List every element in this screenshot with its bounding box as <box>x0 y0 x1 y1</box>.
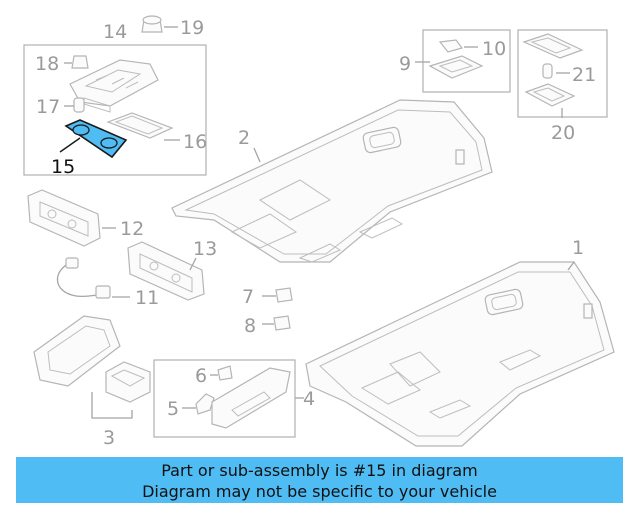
part-9-lamp <box>415 55 484 79</box>
callout-15-highlighted: 15 <box>51 156 75 178</box>
part-3-console <box>33 315 151 419</box>
callout-10: 10 <box>482 38 506 60</box>
callout-5: 5 <box>167 398 179 420</box>
callout-4: 4 <box>303 388 315 410</box>
part-7-clip <box>262 287 293 303</box>
part-8-clip <box>262 315 291 331</box>
callout-16: 16 <box>183 131 207 153</box>
callout-21: 21 <box>572 64 596 86</box>
callout-19: 19 <box>180 17 204 39</box>
part-20-lens <box>524 83 576 118</box>
callout-14: 14 <box>103 21 127 43</box>
part-5-bracket <box>182 393 215 415</box>
banner-line-disclaimer: Diagram may not be specific to your vehi… <box>142 482 497 501</box>
part-4-sun-visor <box>211 367 304 429</box>
part-lamp-top-right <box>522 33 584 59</box>
callout-9: 9 <box>399 53 411 75</box>
banner-line-part: Part or sub-assembly is #15 in diagram <box>161 461 478 480</box>
callout-7: 7 <box>242 286 254 308</box>
part-14-map-lamp-housing <box>69 59 159 113</box>
part-2-headliner <box>171 99 493 263</box>
part-15-pad-highlighted <box>59 119 128 159</box>
part-13-panel <box>127 241 205 301</box>
part-6-clip <box>210 365 233 381</box>
part-19-clip <box>141 15 178 33</box>
part-17-bulb <box>64 97 85 113</box>
part-1-headliner <box>305 261 615 447</box>
part-16-lens <box>106 112 180 141</box>
callout-2: 2 <box>238 127 250 149</box>
part-10-bulb <box>438 39 478 53</box>
part-12-panel <box>27 189 116 247</box>
callout-18: 18 <box>35 53 59 75</box>
callout-11: 11 <box>135 287 159 309</box>
info-banner: Part or sub-assembly is #15 in diagram D… <box>16 457 623 503</box>
group-box-9-10 <box>422 29 511 93</box>
part-11-harness <box>56 257 130 299</box>
callout-12: 12 <box>120 218 144 240</box>
callout-8: 8 <box>244 315 256 337</box>
callout-3: 3 <box>103 427 115 449</box>
part-18-bulb <box>64 55 89 69</box>
callout-13: 13 <box>193 238 217 260</box>
callout-17: 17 <box>36 96 60 118</box>
part-21-bulb <box>542 63 570 79</box>
callout-20: 20 <box>551 122 575 144</box>
callout-1: 1 <box>572 237 584 259</box>
callout-6: 6 <box>195 365 207 387</box>
group-box-14 <box>23 44 207 176</box>
